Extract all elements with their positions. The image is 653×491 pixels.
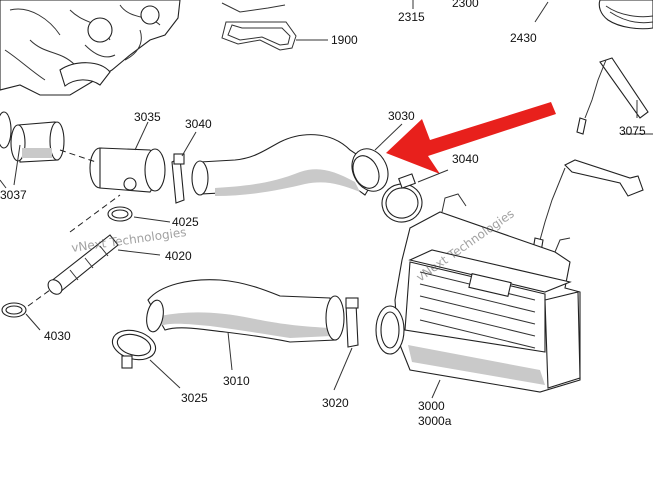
label-4020: 4020 (165, 249, 192, 263)
part-labels: 2315 2300 1900 2430 3075 3035 3040 3030 … (0, 0, 646, 428)
engine-sketch (0, 0, 181, 96)
label-2300: 2300 (452, 0, 479, 10)
label-3000a: 3000a (418, 414, 452, 428)
part-3037-sleeve (0, 111, 65, 186)
label-2315: 2315 (398, 10, 425, 24)
label-3037: 3037 (0, 188, 27, 202)
label-3035: 3035 (134, 110, 161, 124)
part-3040-clamp-left (171, 131, 197, 204)
label-4025: 4025 (172, 215, 199, 229)
part-4020-hose (27, 234, 161, 307)
top-leaders (412, 0, 653, 30)
part-3025-clamp (111, 329, 181, 389)
label-3025: 3025 (181, 391, 208, 405)
part-3075-lower (532, 159, 644, 253)
label-4030: 4030 (44, 329, 71, 343)
part-3040-clamp-right (381, 169, 449, 223)
label-3000: 3000 (418, 399, 445, 413)
part-3010-hose (146, 279, 345, 371)
red-pointer-arrow (386, 102, 556, 174)
part-3020-clamp (333, 297, 359, 391)
label-2430: 2430 (510, 31, 537, 45)
part-1900-bracket (221, 2, 328, 51)
label-3075: 3075 (619, 124, 646, 138)
part-3030-hose (191, 123, 403, 196)
label-3010: 3010 (223, 374, 250, 388)
part-4030-clamp (1, 302, 41, 331)
part-4025-clamp (107, 206, 171, 223)
label-3040-right: 3040 (452, 152, 479, 166)
part-3035-boot (59, 121, 166, 233)
label-3020: 3020 (322, 396, 349, 410)
part-3075-bracket (576, 57, 653, 135)
part-3000-intercooler (375, 193, 581, 399)
leader-3037 (0, 179, 7, 189)
label-3040-left: 3040 (185, 117, 212, 131)
label-3030: 3030 (388, 109, 415, 123)
label-1900: 1900 (331, 33, 358, 47)
